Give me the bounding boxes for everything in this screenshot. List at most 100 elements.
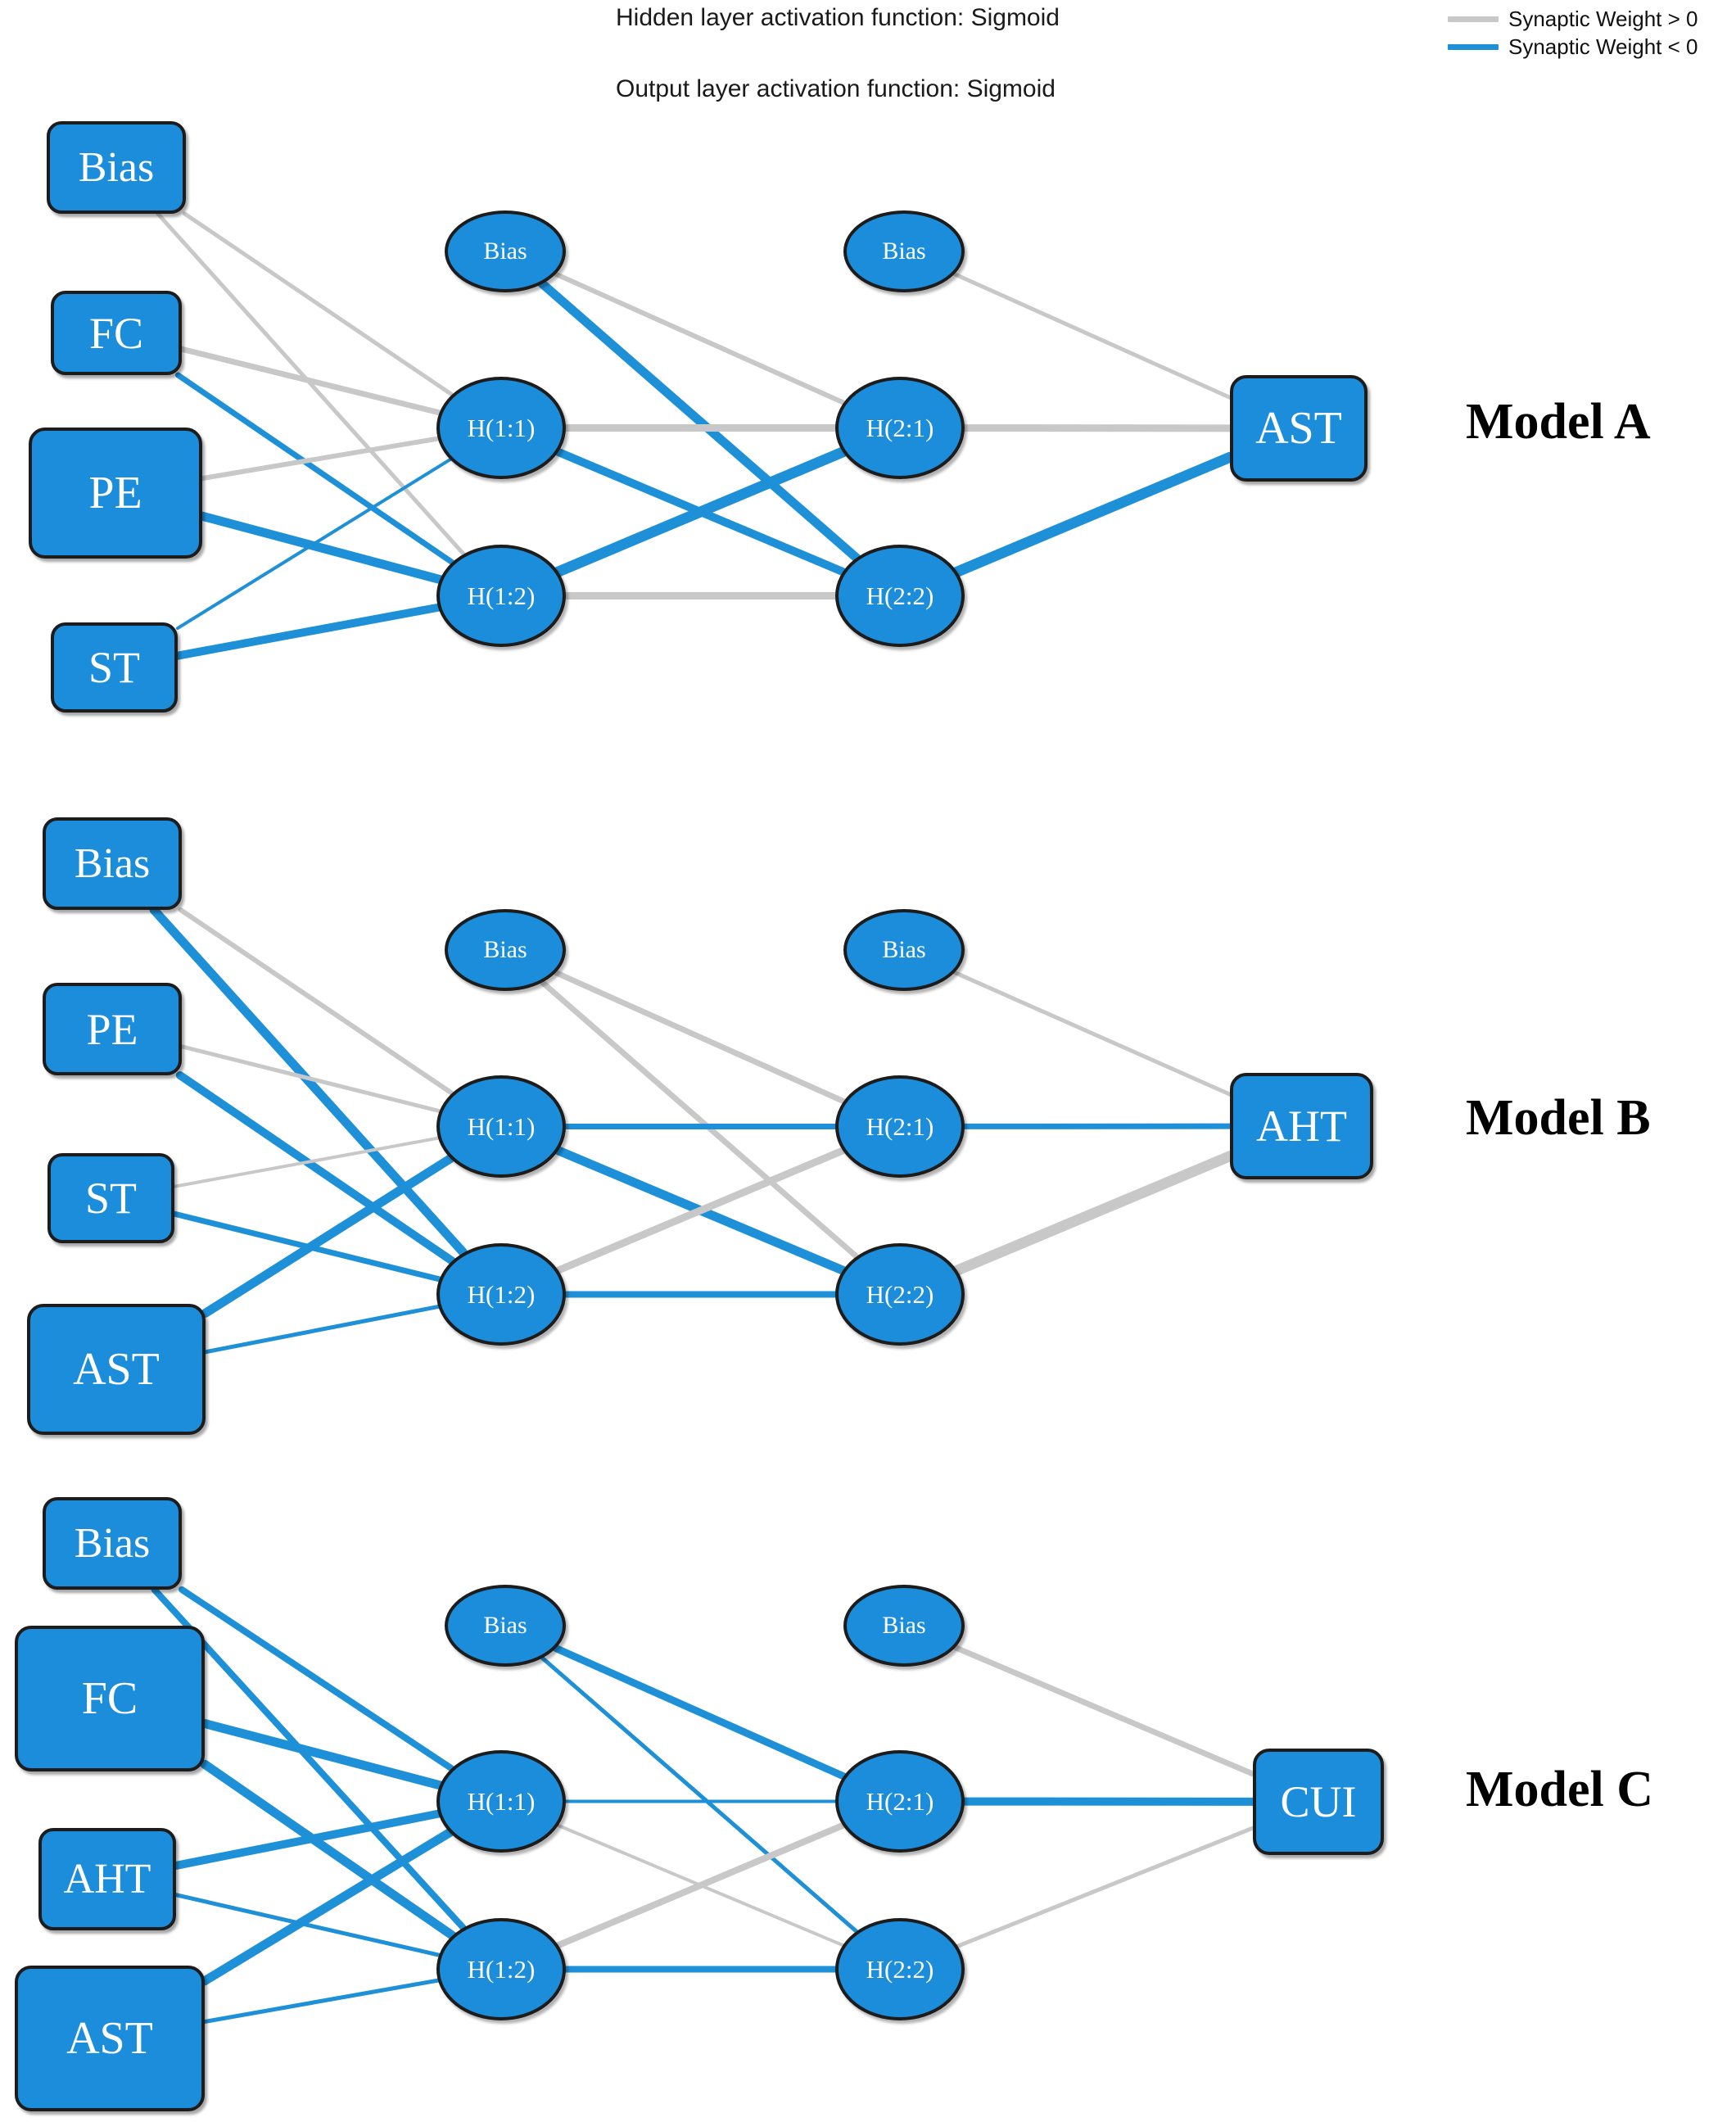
synapse-edge bbox=[173, 1136, 441, 1188]
input-node-st[interactable]: ST bbox=[47, 1153, 174, 1243]
legend-label-negative: Synaptic Weight < 0 bbox=[1508, 34, 1698, 59]
synapse-edge bbox=[539, 980, 860, 1260]
synapse-edge bbox=[174, 1893, 441, 1957]
node-label: AST bbox=[73, 1344, 160, 1395]
hidden1-node-bias[interactable]: Bias bbox=[445, 909, 566, 991]
node-label: H(1:2) bbox=[467, 1954, 536, 1984]
node-label: ST bbox=[88, 643, 141, 692]
node-label: FC bbox=[81, 1673, 138, 1724]
node-label: H(2:2) bbox=[866, 1279, 934, 1309]
hidden1-node-h-1-1-[interactable]: H(1:1) bbox=[436, 1750, 566, 1853]
synapse-edge bbox=[179, 1044, 442, 1114]
node-label: Bias bbox=[882, 238, 926, 265]
model-label-model-b: Model B bbox=[1466, 1090, 1651, 1146]
node-label: Bias bbox=[483, 936, 527, 963]
synapse-edge bbox=[197, 511, 445, 585]
synapse-edge bbox=[556, 1823, 845, 1948]
synapse-edge bbox=[179, 1586, 455, 1772]
synapse-edge bbox=[952, 451, 1236, 577]
synapse-edge bbox=[179, 346, 443, 416]
synapse-edge bbox=[540, 1655, 859, 1934]
hidden2-node-h-2-1-[interactable]: H(2:1) bbox=[835, 1075, 965, 1178]
synapse-edge bbox=[200, 436, 441, 482]
synapse-edge bbox=[955, 1826, 1255, 1948]
node-label: Bias bbox=[78, 144, 155, 191]
hidden1-node-bias[interactable]: Bias bbox=[445, 210, 566, 292]
output-node-cui[interactable]: CUI bbox=[1253, 1749, 1384, 1855]
node-label: Bias bbox=[882, 936, 926, 963]
hidden1-node-h-1-2-[interactable]: H(1:2) bbox=[436, 1243, 566, 1346]
synapse-edge bbox=[554, 1146, 848, 1275]
hidden2-node-bias[interactable]: Bias bbox=[843, 909, 965, 991]
output-node-ast[interactable]: AST bbox=[1230, 375, 1368, 482]
input-node-ast[interactable]: AST bbox=[15, 1966, 205, 2111]
synapse-edge bbox=[174, 603, 443, 660]
node-label: ST bbox=[84, 1174, 138, 1223]
synapse-edge bbox=[149, 905, 468, 1258]
node-label: FC bbox=[88, 308, 144, 358]
hidden2-node-h-2-1-[interactable]: H(2:1) bbox=[835, 1750, 965, 1853]
node-label: H(2:1) bbox=[866, 1786, 934, 1816]
node-label: H(1:1) bbox=[467, 413, 536, 442]
node-label: AHT bbox=[1256, 1102, 1347, 1151]
legend-item-negative: Synaptic Weight < 0 bbox=[1448, 33, 1698, 61]
node-label: AST bbox=[1255, 403, 1342, 454]
input-node-bias[interactable]: Bias bbox=[43, 817, 182, 910]
hidden1-node-h-1-2-[interactable]: H(1:2) bbox=[436, 1918, 566, 2020]
input-node-st[interactable]: ST bbox=[51, 622, 178, 713]
model-label-model-a: Model A bbox=[1466, 394, 1651, 450]
synapse-edge bbox=[203, 1304, 441, 1355]
hidden2-node-h-2-2-[interactable]: H(2:2) bbox=[835, 1243, 965, 1346]
legend-item-positive: Synaptic Weight > 0 bbox=[1448, 5, 1698, 33]
synapse-edge bbox=[183, 211, 454, 397]
input-node-pe[interactable]: PE bbox=[29, 428, 202, 559]
hidden1-node-bias[interactable]: Bias bbox=[445, 1585, 566, 1667]
synapse-edge bbox=[552, 1645, 848, 1780]
legend-swatch-negative bbox=[1448, 43, 1499, 50]
synapse-edge bbox=[553, 446, 848, 577]
hidden1-node-h-1-2-[interactable]: H(1:2) bbox=[436, 545, 566, 647]
synapse-edge bbox=[200, 1827, 454, 1986]
synapse-edge bbox=[202, 1978, 441, 2024]
model-label-model-c: Model C bbox=[1466, 1762, 1654, 1817]
synapse-edge bbox=[156, 211, 466, 557]
input-node-fc[interactable]: FC bbox=[15, 1626, 205, 1771]
synapse-edge bbox=[175, 1071, 457, 1265]
hidden2-node-h-2-1-[interactable]: H(2:1) bbox=[835, 377, 965, 479]
hidden2-node-h-2-2-[interactable]: H(2:2) bbox=[835, 1918, 965, 2020]
synapse-edge bbox=[171, 1210, 443, 1283]
node-label: H(2:2) bbox=[866, 581, 934, 610]
hidden-activation-label: Hidden layer activation function: Sigmoi… bbox=[616, 4, 1060, 31]
node-label: Bias bbox=[74, 840, 151, 887]
hidden2-node-h-2-2-[interactable]: H(2:2) bbox=[835, 545, 965, 647]
synapse-edge bbox=[176, 458, 452, 631]
hidden2-node-bias[interactable]: Bias bbox=[843, 1585, 965, 1667]
synapse-edge bbox=[174, 372, 455, 566]
node-label: AST bbox=[66, 2013, 153, 2064]
node-label: PE bbox=[88, 468, 142, 518]
output-node-aht[interactable]: AHT bbox=[1230, 1073, 1373, 1179]
hidden1-node-h-1-1-[interactable]: H(1:1) bbox=[436, 377, 566, 479]
synapse-edge bbox=[200, 1759, 458, 1940]
output-activation-label: Output layer activation function: Sigmoi… bbox=[616, 75, 1056, 102]
input-node-fc[interactable]: FC bbox=[51, 291, 182, 375]
legend-swatch-positive bbox=[1448, 16, 1499, 22]
node-label: H(1:2) bbox=[467, 1279, 536, 1309]
synapse-edge bbox=[172, 1809, 443, 1870]
node-label: H(1:2) bbox=[467, 581, 536, 610]
input-node-ast[interactable]: AST bbox=[27, 1304, 206, 1435]
synapse-edge bbox=[952, 272, 1232, 400]
input-node-aht[interactable]: AHT bbox=[38, 1828, 176, 1930]
input-node-bias[interactable]: Bias bbox=[47, 121, 186, 214]
input-node-bias[interactable]: Bias bbox=[43, 1497, 182, 1590]
legend: Synaptic Weight > 0 Synaptic Weight < 0 bbox=[1448, 5, 1698, 61]
input-node-pe[interactable]: PE bbox=[43, 983, 182, 1075]
node-label: Bias bbox=[882, 1612, 926, 1639]
synapse-edge bbox=[952, 970, 1232, 1097]
node-label: H(2:2) bbox=[866, 1954, 934, 1984]
synapse-edge bbox=[952, 1151, 1236, 1276]
hidden2-node-bias[interactable]: Bias bbox=[843, 210, 965, 292]
synapse-edge bbox=[553, 271, 847, 405]
hidden1-node-h-1-1-[interactable]: H(1:1) bbox=[436, 1075, 566, 1178]
